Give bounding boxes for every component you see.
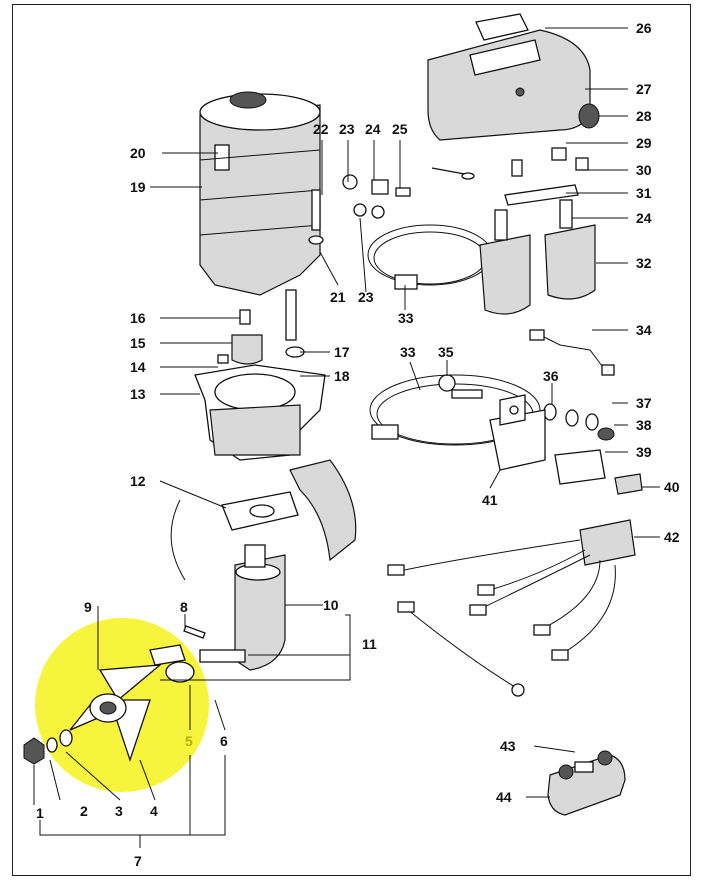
callout-31: 31 <box>636 185 652 201</box>
callout-9: 9 <box>84 599 92 615</box>
callout-36: 36 <box>543 368 559 384</box>
part-26-label-plate <box>475 13 529 41</box>
part-23-25-hardware <box>342 167 475 219</box>
part-21-22-bolts <box>308 189 324 245</box>
part-1-3-nut-washers <box>23 729 73 765</box>
callout-21: 21 <box>330 289 346 305</box>
callout-43: 43 <box>500 738 516 754</box>
callout-3: 3 <box>115 803 123 819</box>
callout-39: 39 <box>636 444 652 460</box>
callout-33b: 33 <box>400 344 416 360</box>
part-11-shaft <box>149 644 246 666</box>
part-35-bolt <box>438 374 483 399</box>
diagram-frame <box>12 4 691 876</box>
part-27-cover <box>427 29 591 141</box>
callout-20: 20 <box>130 145 146 161</box>
callout-40: 40 <box>664 479 680 495</box>
callout-8: 8 <box>180 599 188 615</box>
callout-17: 17 <box>334 344 350 360</box>
part-36-38-hardware <box>543 403 615 441</box>
part-13-flange <box>194 364 326 461</box>
part-42-wiring-harness <box>387 519 636 697</box>
part-43-terminal-posts <box>558 750 613 780</box>
callout-7: 7 <box>134 853 142 869</box>
callout-41: 41 <box>482 492 498 508</box>
callout-12: 12 <box>130 473 146 489</box>
part-28-knob <box>578 103 600 129</box>
callout-19: 19 <box>130 179 146 195</box>
part-5-coupler <box>165 661 195 683</box>
callout-26: 26 <box>636 20 652 36</box>
callout-13: 13 <box>130 386 146 402</box>
callout-10: 10 <box>323 597 339 613</box>
part-9-fan <box>69 664 162 763</box>
callout-29: 29 <box>636 135 652 151</box>
callout-16: 16 <box>130 310 146 326</box>
part-32-solenoids <box>479 199 596 315</box>
callout-32: 32 <box>636 255 652 271</box>
callout-34: 34 <box>636 322 652 338</box>
callout-23a: 23 <box>339 121 355 137</box>
callout-1: 1 <box>36 805 44 821</box>
callout-24b: 24 <box>636 210 652 226</box>
callout-23b: 23 <box>358 289 374 305</box>
callout-2: 2 <box>80 803 88 819</box>
callout-37: 37 <box>636 395 652 411</box>
callout-24a: 24 <box>365 121 381 137</box>
callout-4: 4 <box>150 803 158 819</box>
callout-30: 30 <box>636 162 652 178</box>
callout-22: 22 <box>313 121 329 137</box>
callout-25: 25 <box>392 121 408 137</box>
part-41-bracket <box>489 394 546 471</box>
callout-5: 5 <box>185 733 193 749</box>
part-34-wire-lead <box>529 329 615 376</box>
callout-44: 44 <box>496 789 512 805</box>
callout-labels: 26 27 28 29 30 31 24 32 34 37 38 39 40 4… <box>36 20 680 869</box>
callout-35: 35 <box>438 344 454 360</box>
part-10-elbow <box>234 544 286 671</box>
callout-33a: 33 <box>398 310 414 326</box>
leader-lines <box>33 27 660 848</box>
callout-18: 18 <box>334 368 350 384</box>
hose-section <box>170 459 357 581</box>
callout-28: 28 <box>636 108 652 124</box>
part-12-gasket <box>221 491 299 531</box>
callout-11: 11 <box>362 636 377 652</box>
callout-42: 42 <box>664 529 680 545</box>
part-33-clamp-upper <box>367 224 493 290</box>
part-14-18-hardware <box>217 289 305 365</box>
callout-15: 15 <box>130 335 146 351</box>
part-39-connector <box>554 449 606 485</box>
part-29-31-hardware <box>504 147 589 206</box>
part-19-motor <box>199 91 321 296</box>
callout-14: 14 <box>130 359 146 375</box>
callout-38: 38 <box>636 417 652 433</box>
callout-6: 6 <box>220 733 228 749</box>
part-40-connector <box>614 473 643 495</box>
callout-27: 27 <box>636 81 652 97</box>
part-8-pin <box>183 625 206 639</box>
